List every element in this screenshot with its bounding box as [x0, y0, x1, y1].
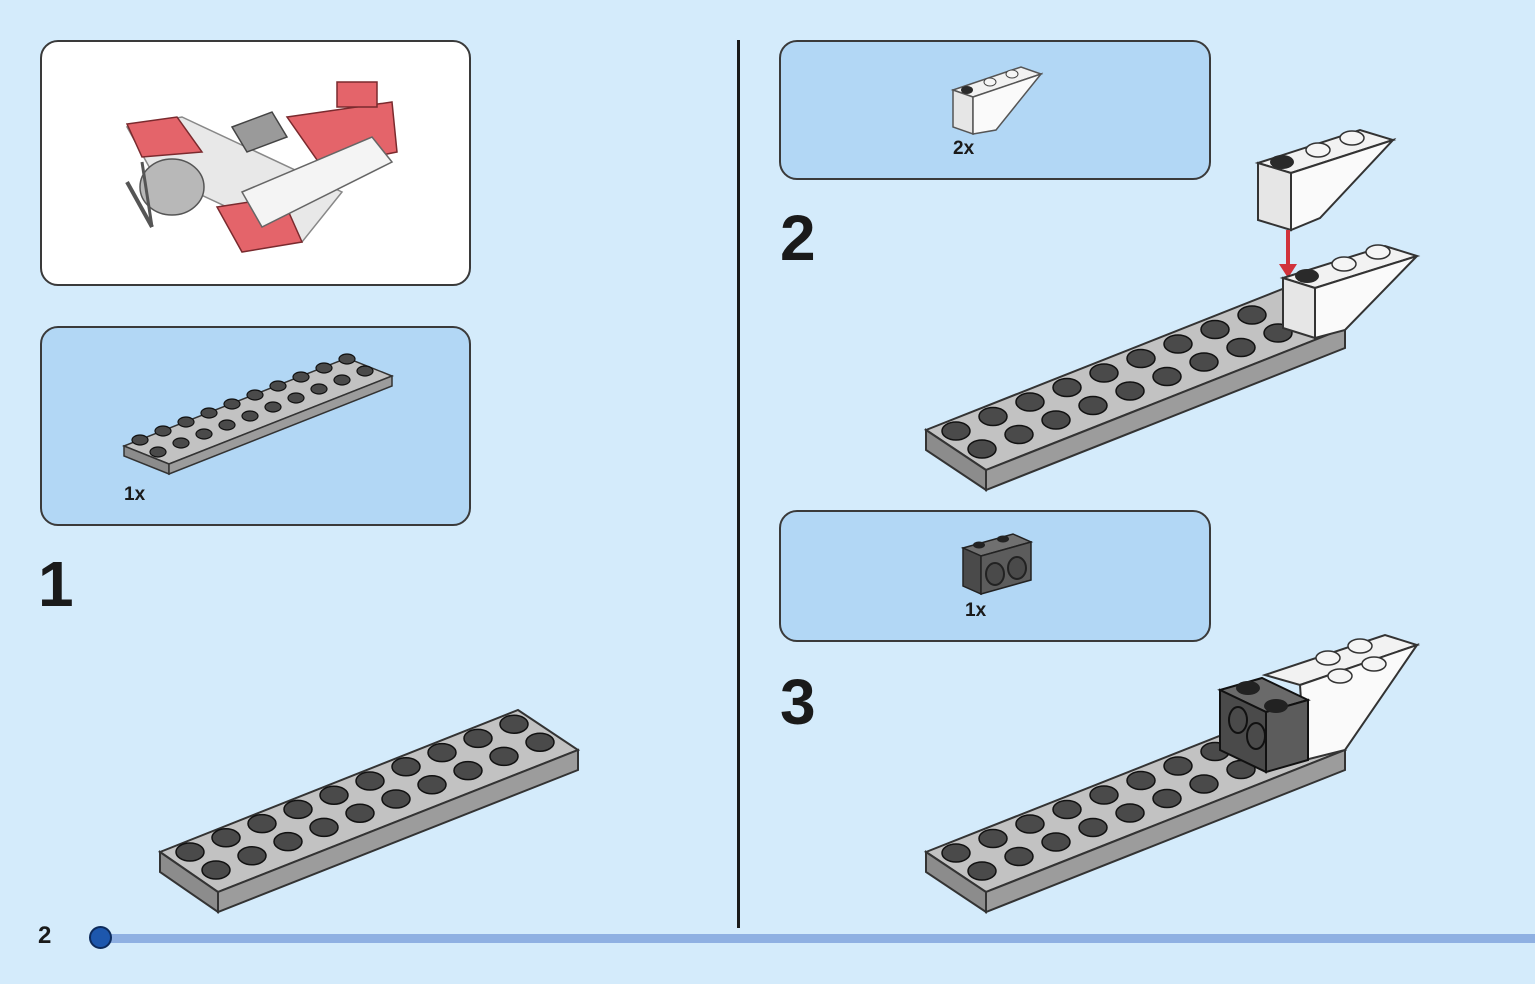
stud	[292, 371, 310, 383]
stud	[264, 401, 282, 413]
progress-track	[100, 934, 1535, 943]
stud	[1189, 774, 1219, 794]
stud	[1163, 756, 1193, 776]
stud	[1052, 377, 1082, 398]
stud	[149, 446, 167, 458]
step-1-quantity: 1x	[124, 484, 146, 505]
stud	[273, 831, 303, 852]
stud	[967, 439, 997, 459]
stud	[1015, 814, 1045, 834]
stud	[381, 789, 411, 809]
stud	[131, 434, 149, 446]
stud	[525, 732, 555, 752]
stud	[1226, 337, 1256, 358]
step-3-assembly-image	[923, 633, 1421, 914]
stud	[333, 374, 351, 386]
stud	[499, 714, 529, 734]
stud	[218, 419, 236, 431]
stud	[391, 757, 421, 777]
inverted-slope-part-icon	[950, 66, 1044, 136]
progress-indicator	[89, 926, 112, 949]
stud	[283, 799, 313, 820]
step-1-parts-panel: 1x	[40, 326, 471, 526]
page-divider	[737, 40, 740, 928]
stud	[200, 407, 218, 419]
technic-brick-part-icon	[960, 533, 1034, 596]
stud	[967, 861, 997, 881]
stud	[1004, 424, 1034, 445]
stud	[355, 771, 385, 791]
step-3-quantity: 1x	[965, 600, 987, 621]
stud	[1089, 785, 1119, 805]
step-2-number: 2	[780, 202, 816, 274]
step-1-number: 1	[38, 548, 74, 620]
stud	[247, 813, 277, 834]
stud	[978, 406, 1008, 427]
stud	[427, 742, 457, 763]
stud	[345, 803, 375, 823]
stud	[1052, 799, 1082, 820]
stud	[417, 775, 447, 795]
stud	[211, 828, 241, 848]
stud	[201, 860, 231, 880]
stud	[195, 428, 213, 440]
stud	[1189, 352, 1219, 372]
stud	[978, 828, 1008, 849]
stud	[1004, 846, 1034, 867]
stud	[453, 760, 483, 781]
stud	[1078, 395, 1108, 416]
stud	[246, 389, 264, 401]
stud	[1115, 381, 1145, 401]
stud	[941, 421, 971, 441]
page-number: 2	[38, 922, 52, 949]
step-2-parts-panel: 2x	[779, 40, 1211, 180]
step-1-assembly-image	[157, 708, 581, 914]
stud	[1126, 348, 1156, 369]
stud	[1089, 363, 1119, 383]
stud	[1041, 832, 1071, 852]
stud	[356, 365, 374, 377]
stud	[1237, 305, 1267, 325]
stud	[309, 817, 339, 838]
airplane-model-image	[125, 81, 398, 253]
final-model-preview	[40, 40, 471, 286]
stud	[287, 392, 305, 404]
plate-2x10-part-icon	[121, 353, 395, 476]
step-3-number: 3	[780, 666, 816, 738]
stud	[223, 398, 241, 410]
stud	[1041, 410, 1071, 430]
stud	[489, 746, 519, 767]
stud	[319, 785, 349, 805]
stud	[463, 728, 493, 749]
stud	[1200, 319, 1230, 340]
stud	[237, 846, 267, 866]
stud	[1078, 817, 1108, 838]
stud	[1115, 803, 1145, 823]
stud	[175, 842, 205, 862]
step-2-assembly-image	[923, 128, 1421, 492]
stud	[1126, 770, 1156, 791]
stud	[154, 425, 172, 437]
step-3-parts-panel: 1x	[779, 510, 1211, 642]
stud	[172, 437, 190, 449]
stud	[241, 410, 259, 422]
stud	[269, 380, 287, 392]
stud	[315, 362, 333, 374]
stud	[1163, 334, 1193, 354]
stud	[1152, 366, 1182, 387]
stud	[941, 843, 971, 863]
stud	[338, 353, 356, 365]
step-2-quantity: 2x	[953, 138, 975, 159]
stud	[177, 416, 195, 428]
stud	[310, 383, 328, 395]
stud	[1015, 392, 1045, 412]
stud	[1152, 788, 1182, 809]
